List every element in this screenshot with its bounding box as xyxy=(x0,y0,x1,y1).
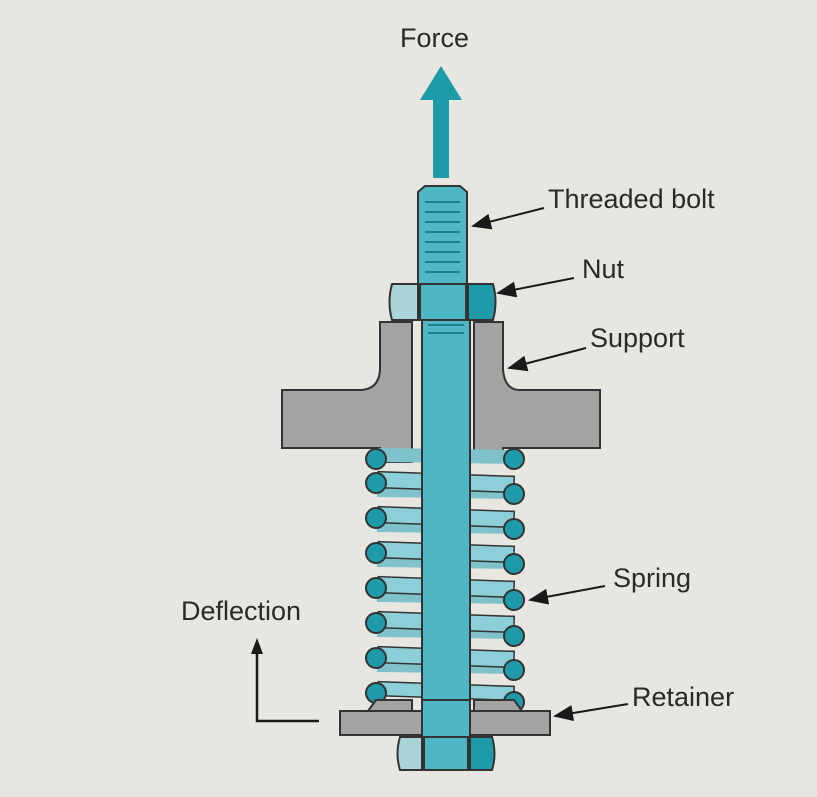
top-nut xyxy=(388,283,497,321)
deflection-arrow xyxy=(251,638,319,723)
deflection-label: Deflection xyxy=(181,596,302,626)
nut-leader xyxy=(496,277,575,298)
support-label: Support xyxy=(590,323,685,353)
retainer-leader xyxy=(553,703,629,721)
force-arrow xyxy=(420,66,462,178)
bottom-nut xyxy=(396,736,496,771)
spring-label: Spring xyxy=(613,563,692,593)
threaded-bolt-leader xyxy=(471,207,545,230)
nut-label: Nut xyxy=(582,254,625,284)
retainer-label: Retainer xyxy=(632,682,735,712)
retainer-plate xyxy=(339,699,551,738)
threaded-bolt xyxy=(417,185,471,738)
spring-wire-sections xyxy=(365,448,525,713)
threaded-bolt-label: Threaded bolt xyxy=(548,184,715,214)
spring-leader xyxy=(528,585,606,605)
leader-lines xyxy=(471,207,629,721)
support-leader xyxy=(507,347,587,372)
force-label: Force xyxy=(400,23,470,53)
